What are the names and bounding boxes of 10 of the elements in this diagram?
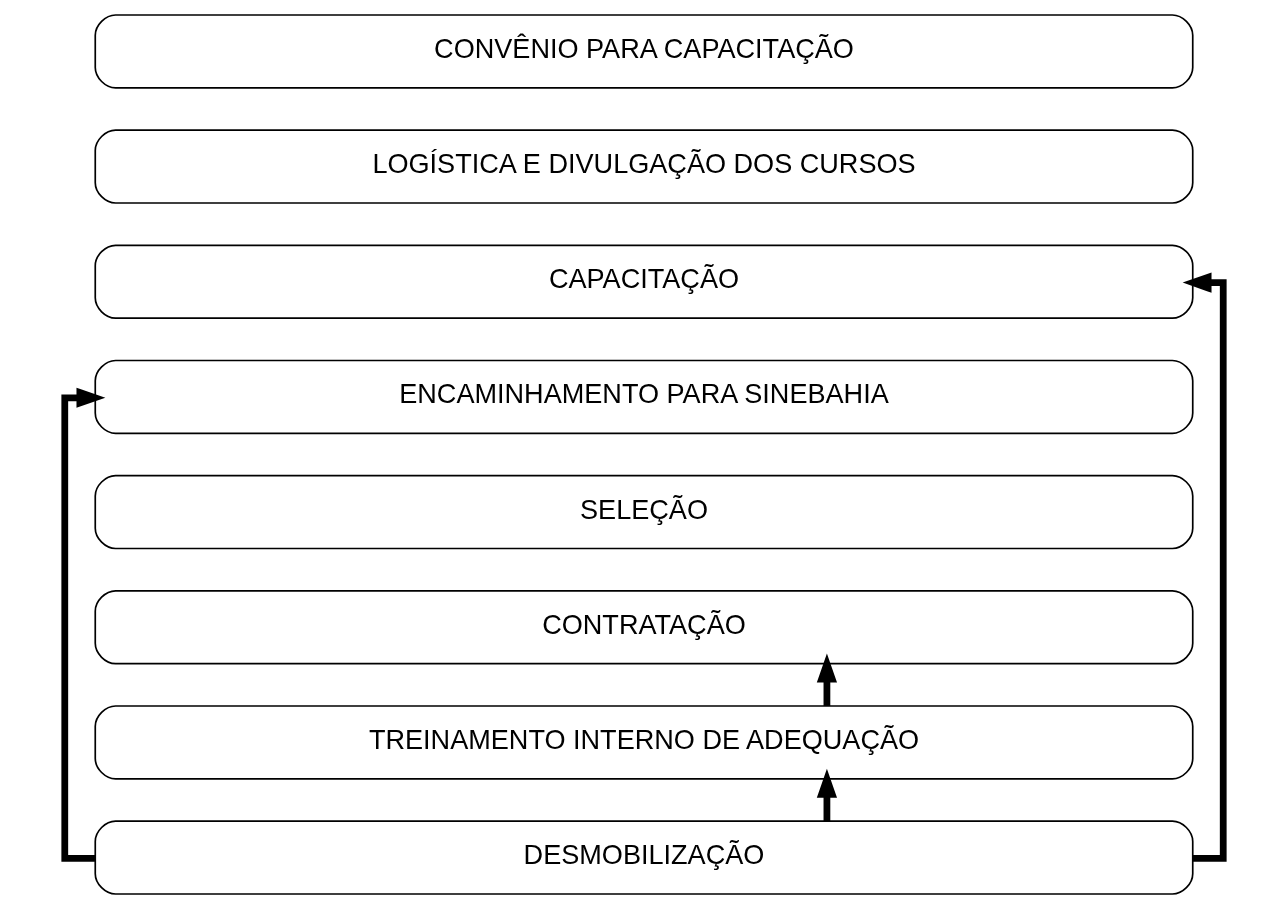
node-box: TREINAMENTO INTERNO DE ADEQUAÇÃO — [93, 705, 1194, 780]
node-box: CONTRATAÇÃO — [93, 590, 1194, 665]
node-box: CONVÊNIO PARA CAPACITAÇÃO — [93, 14, 1194, 89]
node-box: ENCAMINHAMENTO PARA SINEBAHIA — [93, 359, 1194, 435]
node-box: SELEÇÃO — [93, 474, 1194, 550]
node-box: DESMOBILIZAÇÃO — [93, 820, 1194, 895]
arrow — [816, 768, 837, 822]
node-box: LOGÍSTICA E DIVULGAÇÃO DOS CURSOS — [93, 129, 1194, 204]
arrow — [816, 653, 837, 706]
node-box: CAPACITAÇÃO — [93, 244, 1194, 319]
